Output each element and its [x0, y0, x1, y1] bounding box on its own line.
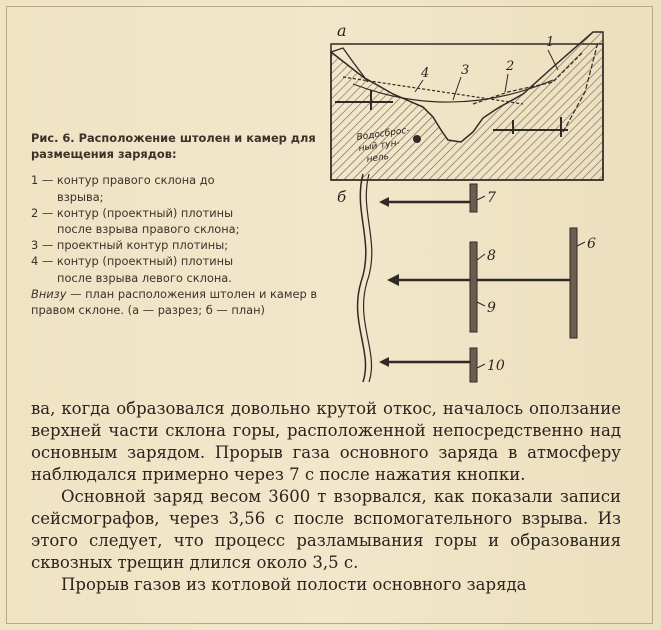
legend-item-3: 3 — проектный контур плотины;: [31, 238, 229, 253]
figure-cross-section: а 4 3 2 1 Водосброс- ный тун- нель: [330, 22, 604, 181]
legend-item-4: 4 — контур (проектный) плотины после взр…: [31, 254, 234, 285]
tunnel-label-3: нель: [366, 152, 390, 165]
tunnel-circle: [413, 135, 421, 143]
chamber-10: [469, 347, 478, 383]
caption-title: Рис. 6. Расположение штолен и камер для …: [31, 131, 316, 162]
contour-4: [342, 76, 524, 105]
contour-1: [562, 41, 599, 133]
ground-hatched: [330, 31, 604, 181]
curve-label-3: 3: [461, 63, 469, 78]
body-text: ва, когда образовался довольно крутой от…: [31, 398, 621, 596]
curve-label-2: 2: [505, 59, 514, 74]
contour-2: [472, 51, 584, 105]
paragraph-1: ва, когда образовался довольно крутой от…: [31, 399, 621, 484]
figure-plan: б 7 8 9 10 6: [337, 173, 596, 383]
plan-label-10: 10: [487, 358, 505, 374]
figure-caption: Рис. 6. Расположение штолен и камер для …: [31, 130, 321, 318]
plan-label-6: 6: [587, 236, 596, 252]
chamber-6: [569, 227, 578, 339]
slope-boundary: [356, 173, 367, 383]
legend-item-1: 1 — контур правого склона до взрыва;: [31, 173, 215, 204]
caption-note: Внизу — план расположения штолен и камер…: [31, 286, 318, 318]
chamber-7: [469, 183, 478, 213]
chamber-8-9: [469, 241, 478, 333]
left-slope: [330, 47, 369, 83]
paragraph-2: Основной заряд весом 3600 т взорвался, к…: [31, 487, 621, 572]
curve-label-4: 4: [420, 66, 429, 81]
figure-label-a: а: [337, 22, 347, 40]
plan-label-7: 7: [487, 190, 496, 206]
plan-label-8: 8: [487, 248, 496, 264]
paragraph-3: Прорыв газов из котловой полости основно…: [61, 575, 527, 594]
legend-item-2: 2 — контур (проектный) плотины после взр…: [31, 205, 240, 237]
plan-label-9: 9: [487, 300, 496, 316]
contour-3: [352, 79, 554, 103]
curve-label-1: 1: [546, 35, 554, 50]
figure-label-b: б: [337, 188, 347, 206]
